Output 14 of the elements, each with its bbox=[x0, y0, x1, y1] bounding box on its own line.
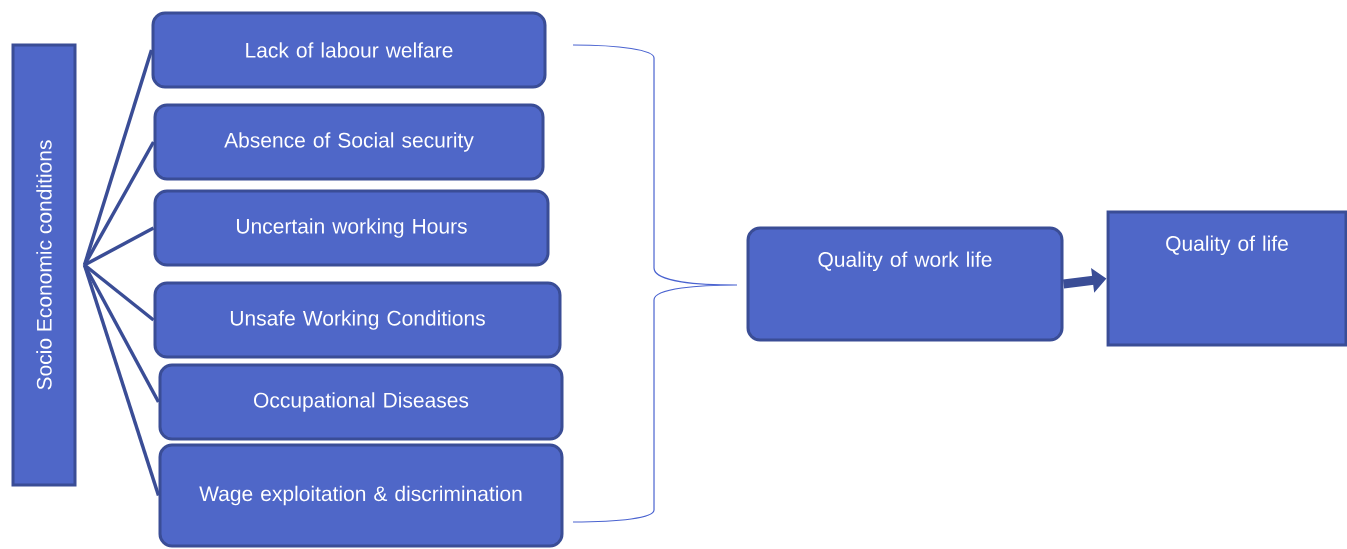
connector-line bbox=[82, 264, 161, 403]
rounded-box: Wage exploitation & discrimination bbox=[158, 443, 564, 548]
connector-line bbox=[83, 226, 155, 267]
connector-line bbox=[82, 264, 161, 497]
rounded-box: Uncertain working Hours bbox=[153, 189, 550, 267]
rounded-box: Absence of Social security bbox=[153, 103, 545, 181]
rounded-box: Quality of life bbox=[1106, 210, 1347, 347]
vertical-box: Socio Economic conditions bbox=[11, 43, 77, 487]
connector-line bbox=[82, 141, 156, 266]
rounded-box: Quality of work life bbox=[746, 226, 1064, 342]
rounded-box: Lack of labour welfare bbox=[151, 11, 547, 89]
rounded-box: Occupational Diseases bbox=[158, 363, 564, 441]
rounded-box: Unsafe Working Conditions bbox=[153, 281, 562, 359]
connector-line bbox=[82, 49, 154, 266]
